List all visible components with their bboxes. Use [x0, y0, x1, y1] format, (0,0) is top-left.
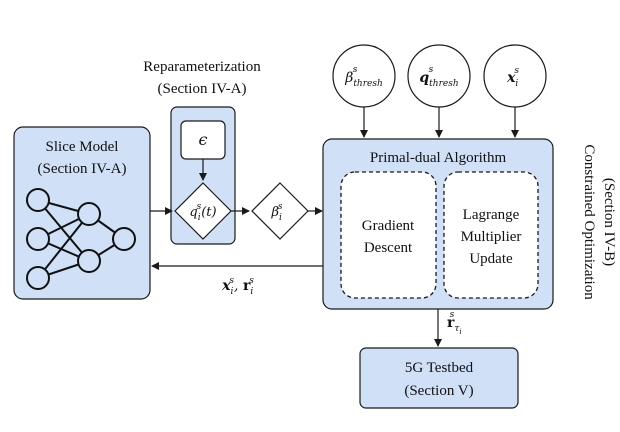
testbed-section: (Section V) — [404, 383, 473, 399]
lagrange-update-box — [443, 171, 539, 299]
beta-label: βis — [270, 202, 282, 223]
q-thresh-circle — [407, 44, 471, 108]
slice-model-title: Slice Model — [46, 139, 119, 155]
beta-diamond — [251, 182, 309, 240]
gradient-descent-label-2: Descent — [364, 240, 413, 256]
gradient-descent-label-1: Gradient — [362, 218, 415, 234]
slice-model-section: (Section IV-A) — [37, 161, 126, 177]
neural-network-icon — [26, 188, 136, 290]
constrained-optimization-label: Constrained Optimization (Section IV-B) — [581, 144, 617, 300]
q-thresh-label: qthreshs — [419, 65, 458, 89]
q-diamond — [174, 182, 232, 240]
lagrange-label-3: Update — [469, 251, 513, 267]
gradient-descent-box — [340, 171, 437, 299]
testbed-box — [359, 347, 519, 409]
beta-thresh-label: βthreshs — [344, 65, 383, 89]
epsilon-symbol: ϵ — [199, 130, 208, 149]
reparameterization-title: Reparameterization — [143, 59, 261, 75]
lagrange-label-2: Multiplier — [461, 229, 522, 245]
svg-text:Constrained Optimization: Constrained Optimization — [581, 144, 597, 300]
q-label: qis(t) — [189, 202, 216, 223]
testbed-title: 5G Testbed — [405, 360, 474, 376]
lagrange-label-1: Lagrange — [463, 207, 520, 223]
svg-text:(Section IV-B): (Section IV-B) — [601, 178, 617, 266]
reparameterization-section: (Section IV-A) — [157, 81, 246, 97]
primal-dual-title: Primal-dual Algorithm — [370, 150, 507, 166]
beta-thresh-circle — [332, 44, 396, 108]
x-input-label: xis — [506, 66, 519, 89]
output-label: rτis — [447, 310, 462, 336]
feedback-label: xis, ris — [221, 276, 254, 297]
